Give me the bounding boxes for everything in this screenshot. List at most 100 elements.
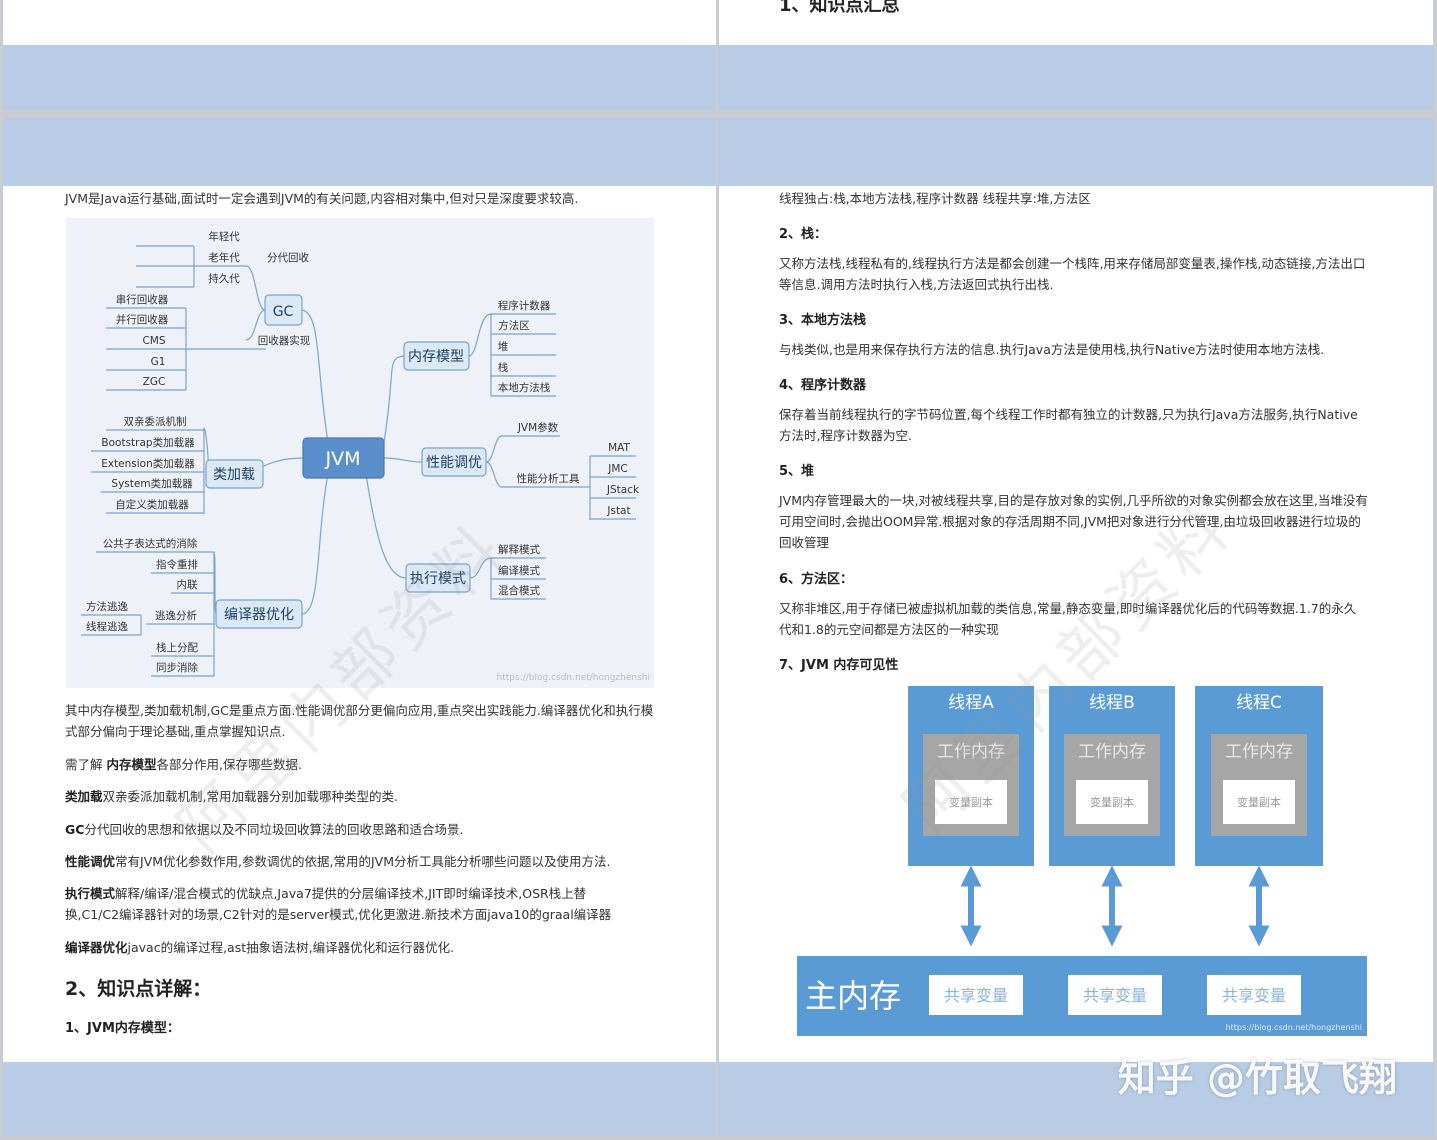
leaf-interpret-mode: 解释模式 — [498, 543, 540, 556]
jvm-mindmap: JVM GC 内存模型 类加载 性能调优 执行模式 编译器优化 年轻代 老年代 … — [66, 218, 654, 688]
item-bold: 性能调优 — [65, 854, 116, 869]
leaf-parent-delegation: 双亲委派机制 — [124, 415, 187, 428]
leaf-cse: 公共子表达式的消除 — [103, 537, 198, 550]
thread-c-label: 线程C — [1236, 693, 1282, 713]
summary-paragraph: 其中内存模型,类加载机制,GC是重点方面.性能调优部分更偏向应用,重点突出实践能… — [65, 703, 654, 739]
item-text: 常有JVM优化参数作用,参数调优的依据,常用的JVM分析工具能分析哪些问题以及使… — [115, 854, 611, 869]
leaf-escape-analysis: 逃逸分析 — [155, 609, 197, 622]
heading-method-area: 6、方法区： — [779, 572, 854, 587]
leaf-heap: 堆 — [498, 341, 509, 353]
item-bold: 内存模型 — [106, 757, 157, 772]
shared-var-label: 共享变量 — [944, 986, 1008, 1005]
node-memory-model: 内存模型 — [408, 349, 464, 365]
item-bold: 编译器优化 — [65, 940, 128, 955]
node-classloader: 类加载 — [213, 467, 255, 483]
section-heading-details: 2、知识点详解： — [65, 978, 212, 1000]
item-perf: 性能调优常有JVM优化参数作用,参数调优的依据,常用的JVM分析工具能分析哪些问… — [65, 851, 665, 872]
node-perf-tuning: 性能调优 — [426, 455, 482, 471]
work-memory-label: 工作内存 — [937, 742, 1005, 762]
thread-b-label: 线程B — [1089, 693, 1135, 713]
leaf-sync-elim: 同步消除 — [156, 661, 198, 674]
thread-private-shared: 线程独占:栈,本地方法栈,程序计数器 线程共享:堆,方法区 — [779, 191, 1091, 206]
leaf-inline: 内联 — [177, 578, 198, 591]
work-memory-label: 工作内存 — [1225, 742, 1293, 762]
leaf-reorder: 指令重排 — [156, 558, 198, 571]
item-text: 解释/编译/混合模式的优缺点,Java7提供的分层编译技术,JIT即时编译技术,… — [65, 886, 612, 922]
item-text: 需了解 — [65, 757, 107, 772]
para-native-stack: 与栈类似,也是用来保存执行方法的信息.执行Java方法是使用栈,执行Native… — [779, 342, 1325, 357]
page-footer-band — [3, 1062, 716, 1136]
item-compiler: 编译器优化javac的编译过程,ast抽象语法树,编译器优化和运行器优化. — [65, 937, 665, 958]
shared-var-label: 共享变量 — [1083, 986, 1147, 1005]
leaf-stack: 栈 — [498, 361, 509, 374]
label-collector-impl: 回收器实现 — [258, 334, 311, 347]
leaf-pc-register: 程序计数器 — [498, 299, 551, 312]
page-left: JVM是Java运行基础,面试时一定会遇到JVM的有关问题,内容相对集中,但对只… — [3, 118, 716, 1136]
leaf-method-area: 方法区 — [498, 319, 530, 332]
page-right: 线程独占:栈,本地方法栈,程序计数器 线程共享:堆,方法区 2、栈： 又称方法栈… — [719, 118, 1433, 1136]
para-heap: JVM内存管理最大的一块,对被线程共享,目的是存放对象的实例,几乎所欲的对象实例… — [779, 493, 1368, 550]
thread-a-label: 线程A — [948, 693, 994, 713]
para-method-area: 又称非堆区,用于存储已被虚拟机加载的类信息,常量,静态变量,即时编译器优化后的代… — [779, 601, 1357, 637]
para-stack: 又称方法栈,线程私有的,线程执行方法是都会创建一个栈阵,用来存储局部变量表,操作… — [779, 256, 1366, 292]
leaf-serial-collector: 串行回收器 — [116, 293, 169, 306]
leaf-old-gen: 老年代 — [208, 251, 240, 264]
item-bold: 执行模式 — [65, 886, 116, 901]
thread-box-b: 线程B 工作内存 变量副本 — [1049, 686, 1175, 866]
mindmap-center: JVM — [325, 448, 361, 470]
page-footer-band — [3, 45, 716, 110]
zhihu-brand-watermark: 知乎 @竹取飞翔 — [1117, 1056, 1397, 1100]
leaf-jstack: JStack — [606, 484, 640, 496]
label-gen-collect: 分代回收 — [267, 251, 309, 264]
item-text: 各部分作用,保存哪些数据. — [156, 757, 302, 772]
heading-pc: 4、程序计数器 — [779, 378, 867, 393]
leaf-jmc: JMC — [607, 463, 628, 475]
leaf-young-gen: 年轻代 — [208, 230, 240, 243]
item-bold: 类加载 — [65, 789, 103, 804]
diagram-url: https://blog.csdn.net/hongzhenshi — [1226, 1023, 1362, 1032]
page-footer-band — [719, 1062, 1433, 1136]
leaf-zgc: ZGC — [143, 376, 166, 388]
item-exec: 执行模式解释/编译/混合模式的优缺点,Java7提供的分层编译技术,JIT即时编… — [65, 883, 640, 925]
subheading-jvm-memory: 1、JVM内存模型： — [65, 1021, 180, 1036]
leaf-perf-tools: 性能分析工具 — [517, 472, 580, 485]
item-gc: GC分代回收的思想和依据以及不同垃圾回收算法的回收思路和适合场景. — [65, 819, 665, 840]
leaf-jvm-params: JVM参数 — [517, 421, 559, 434]
leaf-extension-loader: Extension类加载器 — [101, 457, 195, 470]
leaf-bootstrap-loader: Bootstrap类加载器 — [101, 436, 195, 449]
leaf-system-loader: System类加载器 — [111, 477, 193, 490]
heading-stack: 2、栈： — [779, 227, 828, 242]
page-header-band — [719, 118, 1433, 186]
main-memory-label: 主内存 — [805, 977, 901, 1015]
leaf-stack-alloc: 栈上分配 — [156, 641, 198, 654]
page-footer-band — [719, 45, 1433, 110]
leaf-jstat: Jstat — [606, 505, 630, 517]
var-copy-label: 变量副本 — [1090, 795, 1134, 809]
work-memory-label: 工作内存 — [1078, 742, 1146, 762]
node-gc: GC — [273, 304, 294, 320]
heading-heap: 5、堆 — [779, 464, 815, 479]
leaf-custom-loader: 自定义类加载器 — [115, 498, 189, 511]
item-classloader: 类加载双亲委派加载机制,常用加载器分别加载哪种类型的类. — [65, 786, 665, 807]
heading-native-stack: 3、本地方法栈 — [779, 313, 867, 328]
leaf-g1: G1 — [151, 356, 166, 368]
main-memory-box: 主内存 共享变量 共享变量 共享变量 https://blog.csdn.net… — [797, 956, 1367, 1036]
leaf-native-stack: 本地方法栈 — [498, 381, 551, 394]
item-text: 双亲委派加载机制,常用加载器分别加载哪种类型的类. — [102, 789, 398, 804]
leaf-perm-gen: 持久代 — [208, 272, 240, 285]
page-header-band — [3, 118, 716, 186]
leaf-cms: CMS — [142, 335, 165, 347]
item-text: 分代回收的思想和依据以及不同垃圾回收算法的回收思路和适合场景. — [84, 822, 464, 837]
page-top-right: 1、知识点汇总 — [719, 0, 1433, 110]
page-top-left — [3, 0, 716, 110]
intro-paragraph: JVM是Java运行基础,面试时一定会遇到JVM的有关问题,内容相对集中,但对只… — [65, 191, 579, 206]
leaf-compile-mode: 编译模式 — [498, 564, 540, 577]
thread-box-c: 线程C 工作内存 变量副本 — [1195, 686, 1323, 866]
mindmap-url: https://blog.csdn.net/hongzhenshi — [497, 673, 650, 683]
var-copy-label: 变量副本 — [1237, 795, 1281, 809]
leaf-mixed-mode: 混合模式 — [498, 584, 540, 597]
heading-visibility: 7、JVM 内存可见性 — [779, 658, 899, 673]
leaf-thread-escape: 线程逃逸 — [86, 620, 128, 633]
para-pc: 保存着当前线程执行的字节码位置,每个线程工作时都有独立的计数器,只为执行Java… — [779, 407, 1358, 443]
item-bold: GC — [65, 822, 85, 837]
